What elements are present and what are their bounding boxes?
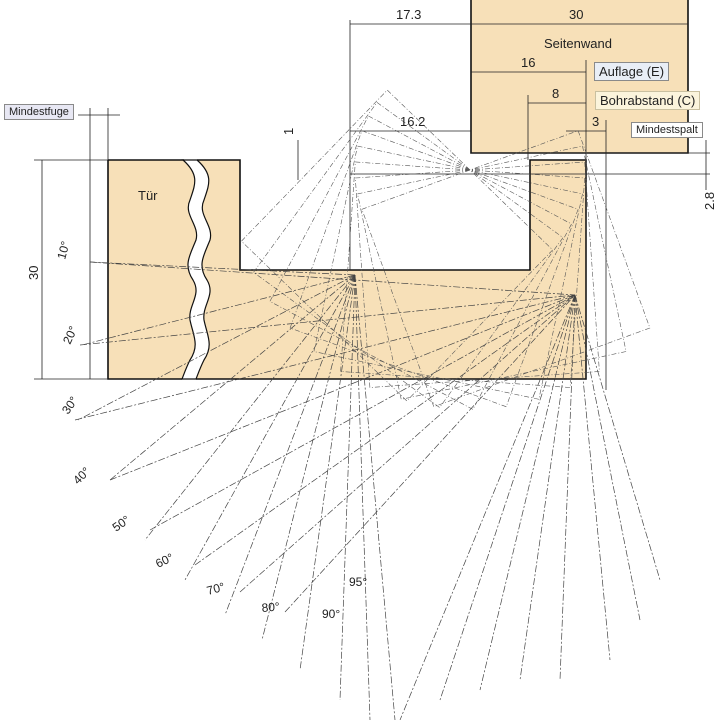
- dim-16_2: 16.2: [400, 114, 425, 129]
- swing-outline: [289, 130, 579, 408]
- angle-ray: [574, 294, 611, 661]
- angle-ray: [224, 274, 356, 616]
- swing-outline: [313, 145, 583, 400]
- side-wall-label: Seitenwand: [544, 36, 612, 51]
- swing-outline: [354, 161, 600, 388]
- angle-ray: [109, 274, 356, 481]
- dim-17_3: 17.3: [396, 7, 421, 22]
- angle-ray: [149, 294, 576, 531]
- mindestspalt-label: Mindestspalt: [631, 122, 703, 138]
- mindestfuge-label: Mindestfuge: [4, 104, 74, 120]
- swing-outline: [357, 145, 627, 400]
- dim-8: 8: [552, 86, 559, 101]
- angle-rays: [74, 261, 661, 720]
- auflage-label: Auflage (E): [594, 62, 670, 81]
- angle-ray: [439, 294, 576, 701]
- angle-ray: [184, 274, 356, 581]
- angle-ray: [79, 294, 576, 346]
- dim-16: 16: [521, 55, 535, 70]
- swing-outline: [340, 161, 586, 388]
- angle-ray: [284, 294, 576, 613]
- angle-label: 10°: [54, 239, 72, 260]
- dim-30-left: 30: [26, 266, 41, 280]
- angle-ray: [354, 274, 396, 720]
- angle-ray: [77, 274, 356, 421]
- dim-30-top: 30: [569, 7, 583, 22]
- angle-ray: [399, 294, 576, 720]
- angle-ray: [81, 274, 356, 346]
- door-recess: [240, 160, 530, 270]
- angle-ray: [574, 294, 661, 581]
- dim-3: 3: [592, 114, 599, 129]
- angle-label: 50°: [110, 512, 133, 534]
- angle-ray: [574, 294, 641, 621]
- door-swing-outlines: [240, 89, 651, 410]
- swing-outline: [269, 115, 572, 410]
- angle-label: 70°: [205, 580, 226, 598]
- angle-label: 80°: [261, 599, 280, 615]
- angle-ray: [74, 294, 576, 421]
- angle-label: 30°: [59, 394, 81, 417]
- angle-ray: [479, 294, 576, 691]
- angle-ray: [89, 261, 356, 276]
- angle-label: 40°: [70, 464, 93, 487]
- angle-label: 60°: [153, 550, 176, 570]
- angle-ray: [109, 294, 576, 481]
- dim-1: 1: [281, 128, 296, 135]
- angle-label: 95°: [349, 575, 367, 589]
- angle-ray: [89, 261, 576, 296]
- angle-ray: [299, 274, 356, 671]
- angle-label: 90°: [322, 607, 340, 621]
- swing-outline: [361, 130, 651, 408]
- angle-label: 20°: [60, 324, 80, 347]
- angle-ray: [239, 294, 576, 593]
- angle-ray: [144, 274, 356, 541]
- bohrabstand-label: Bohrabstand (C): [595, 91, 701, 110]
- swing-outline: [240, 89, 554, 402]
- angle-ray: [339, 274, 356, 701]
- angle-ray: [559, 294, 576, 681]
- swing-outline: [253, 101, 564, 408]
- dim-2_8: 2.8: [702, 192, 717, 210]
- door-label: Tür: [138, 188, 158, 203]
